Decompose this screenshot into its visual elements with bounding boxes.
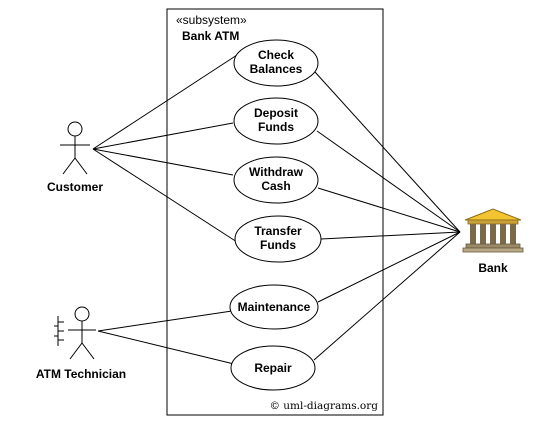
assoc-customer-transfer-funds [92,148,238,243]
use-case-repair-label: Repair [254,361,292,375]
customer-leg-left [62,157,76,175]
assoc-technician-maintenance [97,310,233,332]
use-case-deposit-funds[interactable]: Deposit Funds [233,97,319,145]
use-case-check-balances[interactable]: Check Balances [233,39,319,87]
technician-associations [97,310,235,365]
use-case-check-balances-line1: Check [258,48,294,62]
assoc-technician-repair [97,330,235,365]
actor-bank[interactable] [462,208,524,253]
use-case-deposit-funds-line2: Funds [258,120,294,134]
use-case-withdraw-cash-line2: Cash [261,179,290,193]
actor-customer[interactable] [60,121,90,175]
bank-building-icon [462,208,524,253]
assoc-customer-withdraw-cash [92,148,234,176]
use-case-maintenance-label: Maintenance [238,300,311,314]
assoc-bank-deposit-funds [316,130,461,233]
actor-technician-label: ATM Technician [36,367,126,381]
use-case-maintenance[interactable]: Maintenance [229,284,319,330]
actor-technician[interactable] [54,306,96,360]
assoc-bank-maintenance [317,231,461,303]
customer-associations [92,54,238,243]
actor-customer-label: Customer [47,180,103,194]
technician-leg-right [81,342,95,360]
technician-head-icon [74,306,90,322]
technician-tool-icon [54,316,64,346]
actor-bank-label: Bank [478,261,508,275]
use-case-maintenance-ellipse [229,284,319,330]
use-case-deposit-funds-line1: Deposit [254,106,298,120]
assoc-customer-check-balances [92,54,238,150]
use-case-deposit-funds-ellipse [233,97,319,145]
assoc-bank-transfer-funds [320,231,461,240]
copyright-text: © uml-diagrams.org [269,400,378,412]
use-case-transfer-funds[interactable]: Transfer Funds [234,215,322,263]
use-case-repair[interactable]: Repair [230,345,316,391]
use-case-check-balances-line2: Balances [250,62,303,76]
bank-associations [313,71,461,361]
assoc-bank-repair [313,231,461,361]
use-case-transfer-funds-ellipse [234,215,322,263]
use-case-transfer-funds-line1: Transfer [254,224,302,238]
customer-head-icon [67,121,83,137]
assoc-bank-withdraw-cash [317,187,461,233]
assoc-customer-deposit-funds [92,122,234,150]
use-case-withdraw-cash-ellipse [233,156,319,204]
subsystem-stereotype: «subsystem» [176,13,247,27]
subsystem-name: Bank ATM [182,29,239,43]
subsystem-boundary [166,8,384,416]
use-case-withdraw-cash[interactable]: Withdraw Cash [233,156,319,204]
technician-leg-left [69,342,83,360]
customer-leg-right [74,157,88,175]
use-case-transfer-funds-line2: Funds [260,238,296,252]
assoc-bank-check-balances [314,71,461,233]
use-case-repair-ellipse [230,345,316,391]
use-case-withdraw-cash-line1: Withdraw [249,165,304,179]
use-case-check-balances-ellipse [233,39,319,87]
